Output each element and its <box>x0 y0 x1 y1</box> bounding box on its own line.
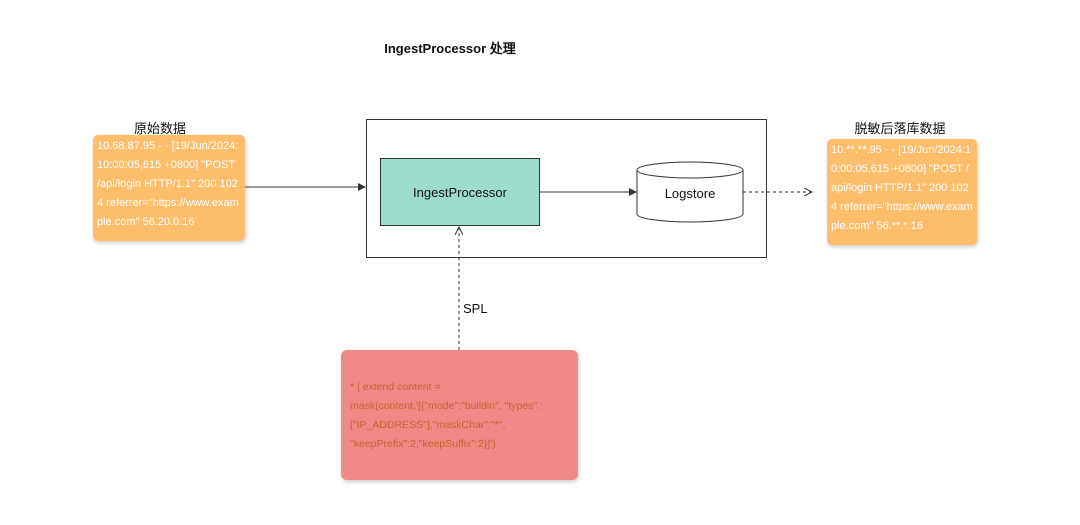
source-log-box: 10.68.87.95 - - [19/Jun/2024:10:00:05,61… <box>93 135 245 241</box>
spl-label: SPL <box>463 301 488 316</box>
processing-container <box>366 119 767 258</box>
diagram-title: IngestProcessor 处理 <box>384 41 516 56</box>
logstore-label: Logstore <box>664 186 716 201</box>
result-log-box: 10.**.**.95 - - [19/Jun/2024:10:00:05,61… <box>827 139 977 245</box>
ingest-processor-node: IngestProcessor <box>380 158 540 226</box>
logstore-cylinder-icon <box>636 161 744 223</box>
spl-code-box: * | extend content = mask(content,'[{"mo… <box>341 350 578 480</box>
source-label: 原始数据 <box>133 121 186 136</box>
result-label: 脱敏后落库数据 <box>854 121 946 136</box>
